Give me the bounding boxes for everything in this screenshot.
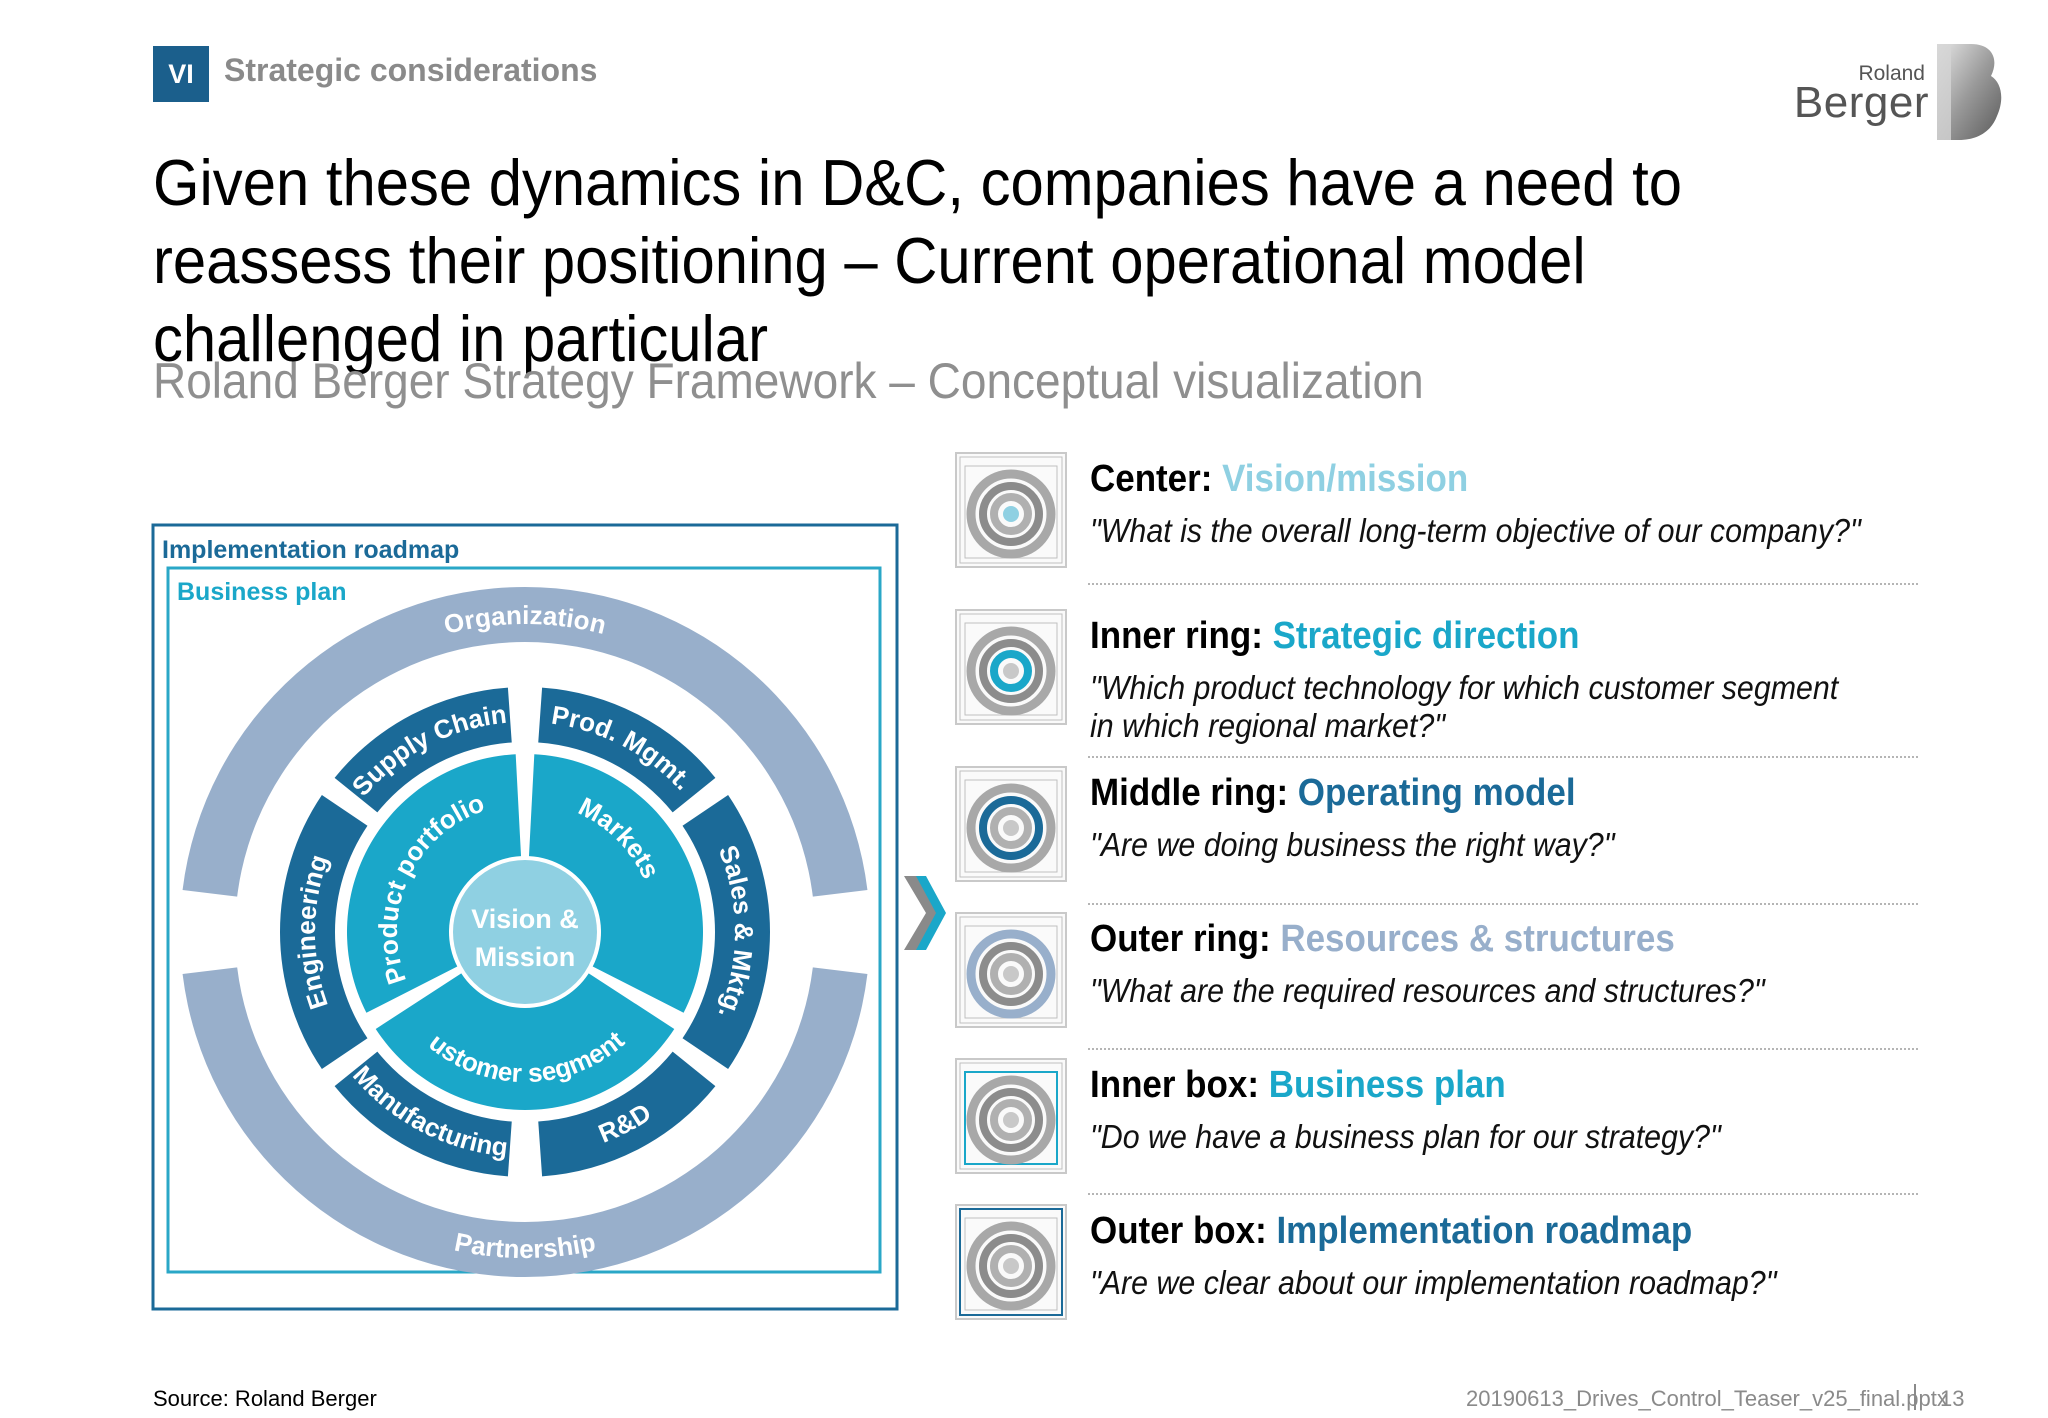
framework-item-title: Inner ring: Strategic direction [1090, 615, 1580, 658]
section-number-badge: VI [153, 46, 209, 102]
dotted-separator [1088, 756, 1918, 758]
dotted-separator [1088, 903, 1918, 905]
framework-thumbnail [955, 609, 1067, 725]
framework-thumbnail [955, 912, 1067, 1028]
outer-box-label: Implementation roadmap [162, 536, 459, 564]
framework-thumbnail-icon [959, 1208, 1063, 1316]
framework-thumbnail-icon [959, 1062, 1063, 1170]
framework-item-question: "Are we doing business the right way?" [1090, 826, 1615, 863]
middle-ring-segment [538, 1051, 716, 1177]
logo-b-mark-icon [1937, 44, 2002, 140]
framework-item-value: Business plan [1268, 1064, 1506, 1106]
framework-item-title: Outer ring: Resources & structures [1090, 918, 1675, 961]
logo-big-text: Berger [1793, 78, 1929, 127]
framework-item-question: "Are we clear about our implementation r… [1090, 1264, 1777, 1301]
inner-ring-segment [528, 754, 703, 1013]
outer-box [151, 523, 899, 1311]
headline: Given these dynamics in D&C, companies h… [153, 146, 1683, 375]
framework-item-title: Center: Vision/mission [1090, 458, 1468, 501]
inner-ring-segment [347, 754, 522, 1013]
middle-ring-segment [334, 1051, 512, 1177]
dotted-separator [1088, 1193, 1918, 1195]
framework-item-question: "What are the required resources and str… [1090, 972, 1765, 1009]
middle-ring-segment [538, 687, 716, 813]
framework-item-key: Inner ring: [1090, 615, 1263, 657]
framework-item-question: "What is the overall long-term objective… [1090, 512, 1861, 549]
framework-item-value: Strategic direction [1272, 615, 1580, 657]
framework-thumbnail [955, 766, 1067, 882]
framework-item-key: Outer box: [1090, 1210, 1267, 1252]
section-title: Strategic considerations [224, 52, 598, 88]
framework-item-title: Middle ring: Operating model [1090, 772, 1576, 815]
middle-ring-segment [682, 794, 770, 1070]
framework-item-key: Inner box: [1090, 1064, 1259, 1106]
subtitle: Roland Berger Strategy Framework – Conce… [153, 353, 1424, 409]
inner-ring-segment [375, 973, 675, 1110]
outer-ring-organization [182, 587, 868, 897]
footer-divider [1914, 1384, 1916, 1410]
framework-item-value: Resources & structures [1280, 918, 1675, 960]
center-label-line-2: Mission [475, 942, 576, 972]
framework-item-value: Implementation roadmap [1276, 1210, 1693, 1252]
framework-item-title: Outer box: Implementation roadmap [1090, 1210, 1692, 1253]
framework-thumbnail [955, 1204, 1067, 1320]
center-circle [453, 860, 597, 1004]
framework-thumbnail-icon [959, 613, 1063, 721]
page-number: 13 [1940, 1386, 1965, 1411]
framework-item-value: Operating model [1297, 772, 1576, 814]
chevron-right-icon [904, 876, 946, 950]
framework-item-question: "Do we have a business plan for our stra… [1090, 1118, 1721, 1155]
strategy-framework-diagram: Implementation roadmap Business plan Org… [150, 522, 899, 1311]
framework-item-key: Middle ring: [1090, 772, 1289, 814]
source-note: Source: Roland Berger [153, 1386, 377, 1411]
framework-thumbnail-icon [959, 770, 1063, 878]
middle-ring-segment [280, 794, 368, 1070]
center-label-line-1: Vision & [471, 904, 579, 934]
file-name: 20190613_Drives_Control_Teaser_v25_final… [1466, 1386, 1948, 1411]
framework-item-question: "Which product technology for which cust… [1090, 669, 1839, 744]
dotted-separator [1088, 1048, 1918, 1050]
framework-thumbnail [955, 1058, 1067, 1174]
framework-thumbnail-icon [959, 916, 1063, 1024]
framework-thumbnail [955, 452, 1067, 568]
roland-berger-logo: Roland Berger [1793, 42, 2005, 148]
framework-item-value: Vision/mission [1222, 458, 1469, 500]
inner-box-label: Business plan [177, 578, 347, 606]
outer-ring-partnership [182, 967, 868, 1277]
dotted-separator [1088, 583, 1918, 585]
framework-item-title: Inner box: Business plan [1090, 1064, 1506, 1107]
framework-thumbnail-icon [959, 456, 1063, 564]
middle-ring-segment [334, 687, 512, 813]
framework-item-key: Outer ring: [1090, 918, 1271, 960]
logo-small-text: Roland [1858, 62, 1925, 85]
framework-item-key: Center: [1090, 458, 1213, 500]
